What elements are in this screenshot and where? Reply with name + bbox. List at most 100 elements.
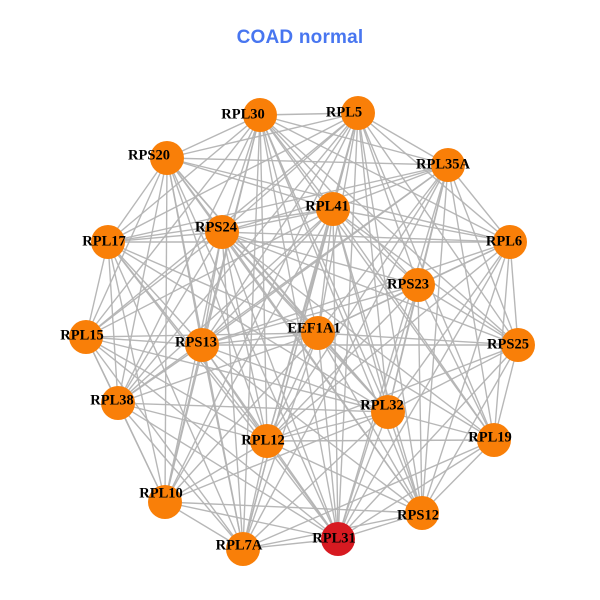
graph-edge <box>221 231 419 286</box>
graph-edge <box>387 241 511 413</box>
graph-edge <box>107 241 339 540</box>
graph-node-rpl15[interactable]: RPL15 <box>60 320 104 354</box>
graph-edge <box>337 241 511 540</box>
node-circle[interactable] <box>205 215 239 249</box>
graph-node-rpl31[interactable]: RPL31 <box>312 522 356 556</box>
node-circle[interactable] <box>101 386 135 420</box>
graph-edge <box>107 241 119 404</box>
graph-node-rpl6[interactable]: RPL6 <box>486 225 527 259</box>
graph-edge <box>387 411 495 441</box>
graph-edge <box>85 208 334 338</box>
node-circle[interactable] <box>301 316 335 350</box>
graph-edge <box>201 241 511 346</box>
node-circle[interactable] <box>316 192 350 226</box>
graph-edge <box>337 411 389 540</box>
graph-node-rps20[interactable]: RPS20 <box>128 141 184 175</box>
graph-edge <box>164 501 423 514</box>
node-circle[interactable] <box>477 423 511 457</box>
graph-node-rps13[interactable]: RPS13 <box>175 328 219 362</box>
graph-node-rpl7a[interactable]: RPL7A <box>216 532 263 566</box>
node-label: RPL15 <box>60 327 104 343</box>
graph-edge <box>85 114 261 338</box>
node-label: RPS20 <box>128 147 170 163</box>
node-circle[interactable] <box>150 141 184 175</box>
graph-edge <box>421 241 511 514</box>
graph-node-rpl5[interactable]: RPL5 <box>326 96 375 130</box>
graph-edge <box>166 157 449 166</box>
node-circle[interactable] <box>91 225 125 259</box>
graph-edge <box>266 284 419 442</box>
graph-edge <box>509 241 519 346</box>
graph-edge <box>85 336 389 413</box>
graph-edge <box>266 440 423 514</box>
graph-node-rps23[interactable]: RPS23 <box>387 268 435 302</box>
graph-edge <box>421 164 449 514</box>
graph-edge <box>421 344 519 514</box>
graph-edge <box>107 164 449 243</box>
graph-node-rpl30[interactable]: RPL30 <box>221 98 277 132</box>
node-circle[interactable] <box>405 496 439 530</box>
graph-edge <box>421 439 495 514</box>
graph-node-rpl32[interactable]: RPL32 <box>360 395 405 429</box>
node-circle[interactable] <box>69 320 103 354</box>
graph-edge <box>85 231 223 338</box>
graph-node-eef1a1[interactable]: EEF1A1 <box>287 316 341 350</box>
graph-edge <box>332 208 423 514</box>
graph-edge <box>447 164 495 441</box>
graph-edge <box>242 114 261 550</box>
graph-edge <box>117 231 223 404</box>
graph-edge <box>332 164 449 210</box>
graph-edge <box>221 231 268 442</box>
graph-node-rpl17[interactable]: RPL17 <box>82 225 126 259</box>
graph-edge <box>242 439 495 550</box>
node-label: RPL5 <box>326 104 362 120</box>
node-circle[interactable] <box>185 328 219 362</box>
graph-node-rps24[interactable]: RPS24 <box>195 215 239 249</box>
graph-edge <box>117 164 449 404</box>
graph-node-rpl41[interactable]: RPL41 <box>305 192 350 226</box>
graph-node-rpl19[interactable]: RPL19 <box>468 423 512 457</box>
node-circle[interactable] <box>250 424 284 458</box>
node-circle[interactable] <box>501 328 535 362</box>
graph-node-rpl38[interactable]: RPL38 <box>90 386 135 420</box>
graph-edge <box>166 157 334 210</box>
graph-node-rpl10[interactable]: RPL10 <box>139 485 183 519</box>
graph-node-rps25[interactable]: RPS25 <box>487 328 535 362</box>
node-circle[interactable] <box>371 395 405 429</box>
node-circle[interactable] <box>226 532 260 566</box>
graph-edge <box>387 411 423 514</box>
graph-edge <box>117 344 203 404</box>
node-circle[interactable] <box>321 522 355 556</box>
graph-edge <box>201 344 423 514</box>
node-circle[interactable] <box>341 96 375 130</box>
node-label: RPL35A <box>416 156 471 172</box>
node-label: RPS12 <box>397 507 439 523</box>
graph-edge <box>259 114 449 166</box>
node-circle[interactable] <box>401 268 435 302</box>
graph-edge <box>266 344 519 442</box>
graph-edge <box>107 241 166 503</box>
graph-node-rpl12[interactable]: RPL12 <box>241 424 285 458</box>
graph-node-rpl35a[interactable]: RPL35A <box>416 148 471 182</box>
graph-node-rps12[interactable]: RPS12 <box>397 496 439 530</box>
graph-edge <box>332 208 339 540</box>
graph-edge <box>164 157 168 503</box>
graph-edge <box>332 208 389 413</box>
node-circle[interactable] <box>148 485 182 519</box>
node-label: RPL7A <box>216 537 263 553</box>
node-label: RPL41 <box>305 198 349 214</box>
graph-edge <box>117 402 166 503</box>
graph-edge <box>107 241 244 550</box>
graph-edge <box>266 332 319 442</box>
graph-edge <box>117 402 244 550</box>
node-circle[interactable] <box>243 98 277 132</box>
graph-edge <box>117 114 261 404</box>
node-label: RPL12 <box>241 432 285 448</box>
node-label: EEF1A1 <box>287 320 340 336</box>
graph-edge <box>417 284 423 514</box>
graph-edge <box>201 112 359 346</box>
graph-edge <box>117 402 339 540</box>
node-circle[interactable] <box>493 225 527 259</box>
node-circle[interactable] <box>431 148 465 182</box>
